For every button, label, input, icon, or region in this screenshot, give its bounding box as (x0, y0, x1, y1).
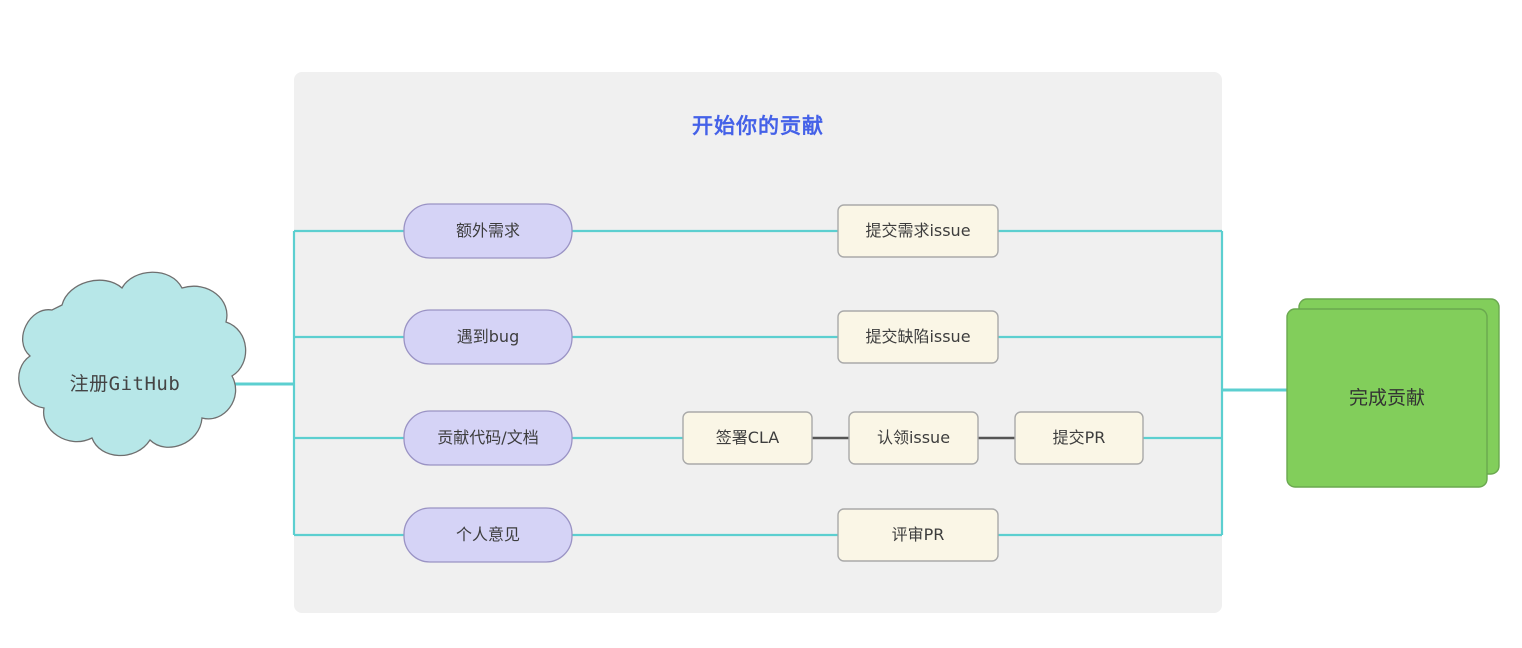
trigger-node-4[interactable] (403, 507, 573, 563)
page-title: 开始你的贡献 (692, 114, 824, 138)
step-node-4-1[interactable] (837, 508, 999, 562)
step-node-1-1[interactable] (837, 204, 999, 258)
step-node-2-1[interactable] (837, 310, 999, 364)
step-node-3-3[interactable] (1014, 411, 1144, 465)
step-node-3-2[interactable] (848, 411, 979, 465)
trigger-node-3[interactable] (403, 410, 573, 466)
end-node-front-layer[interactable] (1286, 308, 1488, 488)
trigger-node-2[interactable] (403, 309, 573, 365)
trigger-node-1[interactable] (403, 203, 573, 259)
connector-group-right (998, 229, 1287, 537)
connector-group-left (230, 229, 404, 537)
connector-group-middle (572, 229, 838, 537)
start-cloud-shape[interactable] (18, 271, 247, 457)
step-node-3-1[interactable] (682, 411, 813, 465)
